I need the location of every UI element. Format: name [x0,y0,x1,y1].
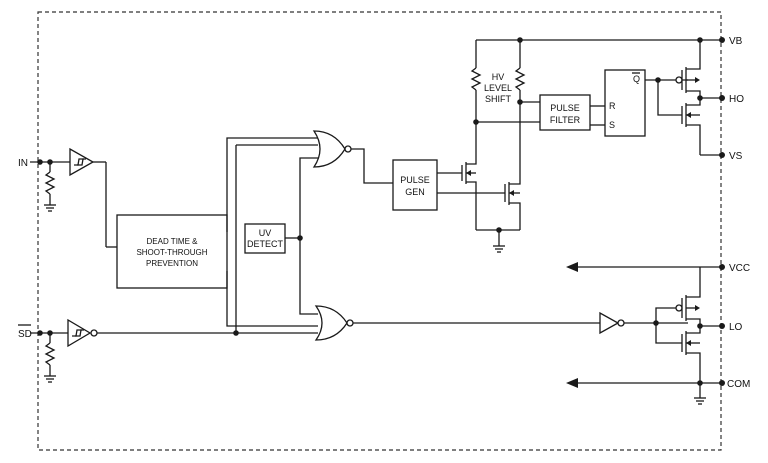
uv-detect-label-2: DETECT [247,239,284,249]
hv-level-shift-label-1: HV [492,72,505,82]
pin-vcc-label: VCC [729,263,750,274]
lower-nor-gate [314,305,600,341]
pin-labels: IN SD VB HO VS VCC LO COM [18,36,750,390]
pulse-filter-block: PULSE FILTER [539,94,605,131]
supply-rails [566,262,722,388]
pin-ho-label: HO [729,94,744,105]
pin-sd-label: SD [18,329,32,340]
dead-time-block: DEAD TIME & SHOOT-THROUGH PREVENTION [116,137,318,327]
hv-level-shift-label-3: SHIFT [485,94,512,104]
dead-time-label-1: DEAD TIME & [147,237,199,246]
pin-vb-dot [719,37,725,43]
chip-boundary [37,11,722,451]
hv-level-shift: HV LEVEL SHIFT [470,37,722,125]
dead-time-label-2: SHOOT-THROUGH [136,248,207,257]
pin-in-label: IN [18,158,28,169]
pin-com-label: COM [727,379,750,390]
pin-lo-label: LO [729,322,743,333]
dead-time-label-3: PREVENTION [146,259,198,268]
pulse-gen-block: PULSE GEN [392,159,505,211]
pin-ho-dot [719,95,725,101]
sd-input-stage [30,144,318,383]
hv-level-shift-label-2: LEVEL [484,83,512,93]
pin-vb-label: VB [729,36,743,47]
in-input-stage [30,147,117,248]
pin-com-dot [719,380,725,386]
pin-lo-dot [719,323,725,329]
pin-vs-label: VS [729,151,743,162]
uv-detect-label-1: UV [259,228,272,238]
high-side-output-stage [657,37,722,156]
low-side-driver [599,267,722,405]
pin-vcc-dot [719,264,725,270]
pulse-gen-label-2: GEN [405,187,425,197]
rs-latch: R S Q [604,69,688,137]
latch-r-label: R [609,101,616,111]
pulse-gen-label-1: PULSE [400,175,430,185]
uv-detect-block: UV DETECT [244,157,318,315]
latch-q-label: Q [633,74,640,84]
level-shift-mosfets [461,90,521,253]
pulse-filter-label-1: PULSE [550,103,580,113]
upper-nor-gate [312,130,393,184]
pin-vs-dot [719,152,725,158]
latch-s-label: S [609,120,615,130]
pin-dots [719,37,725,386]
pulse-filter-label-2: FILTER [550,115,581,125]
